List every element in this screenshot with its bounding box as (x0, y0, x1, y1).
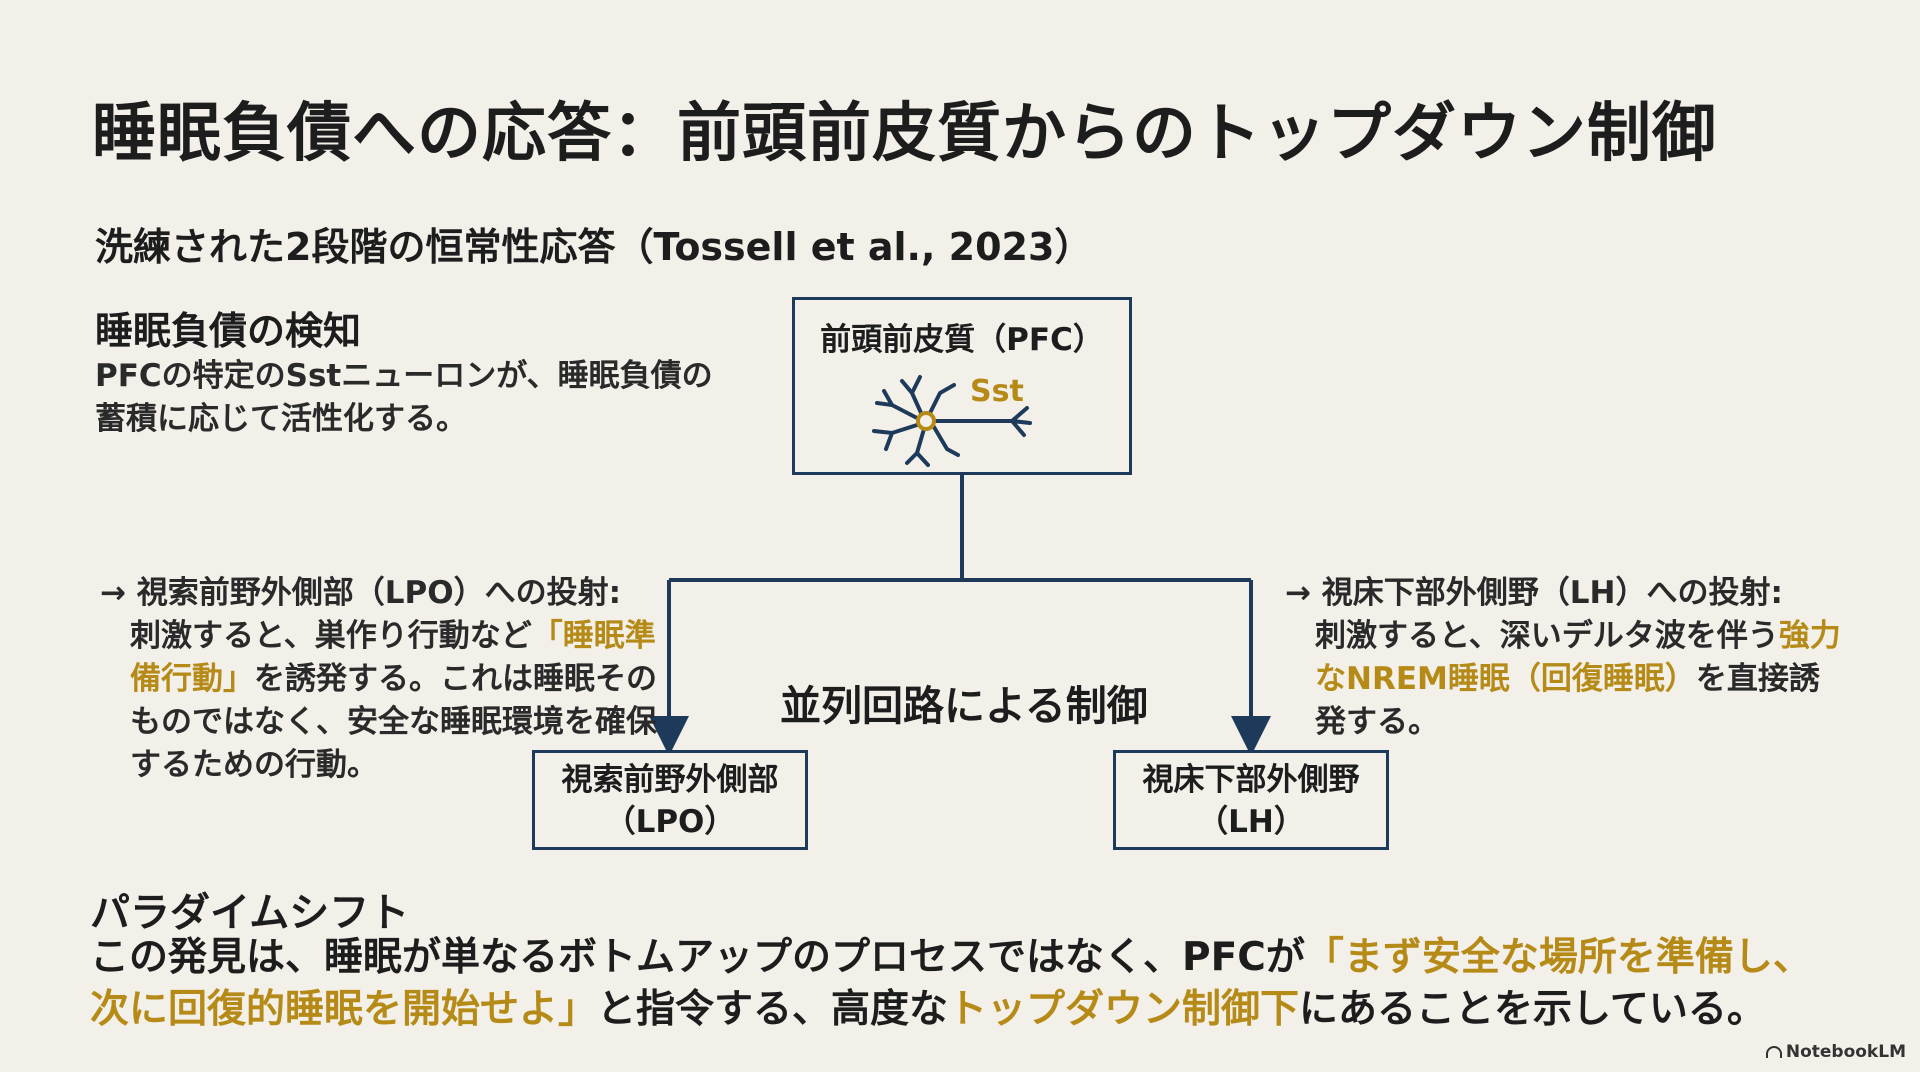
paradigm-part2: と指令する、高度な (597, 987, 949, 1032)
sst-label: Sst (970, 374, 1024, 409)
lh-projection-highlight: 強力なNREM睡眠（回復睡眠） (1315, 618, 1841, 697)
lh-node: 視床下部外側野 （LH） (1113, 750, 1389, 850)
lpo-projection-pre: 刺激すると、巣作り行動など (130, 618, 532, 654)
paradigm-highlight2: トップダウン制御下 (948, 987, 1300, 1032)
parallel-circuit-label: 並列回路による制御 (780, 682, 1148, 730)
page-title: 睡眠負債への応答：前頭前皮質からのトップダウン制御 (92, 97, 1717, 171)
lpo-line1: 視索前野外側部 (561, 762, 779, 798)
lpo-projection-text: → 視索前野外側部（LPO）への投射: 刺激すると、巣作り行動など「睡眠準備行動… (100, 572, 660, 787)
notebooklm-logo-icon (1765, 1046, 1782, 1058)
lpo-projection-highlight: 「睡眠準備行動」 (130, 618, 656, 697)
pfc-node: 前頭前皮質（PFC） Sst (792, 297, 1132, 475)
detection-body: PFCの特定のSstニューロンが、睡眠負債の蓄積に応じて活性化する。 (95, 358, 713, 437)
notebooklm-brand: NotebookLM (1765, 1042, 1906, 1062)
lh-projection-post: を直接誘発する。 (1315, 661, 1820, 740)
brand-label: NotebookLM (1785, 1042, 1906, 1062)
lpo-projection-heading: → 視索前野外側部（LPO）への投射: (100, 575, 621, 611)
lh-projection-pre: 刺激すると、深いデルタ波を伴う (1315, 618, 1779, 654)
paradigm-highlight1: 「まず安全な場所を準備し、次に回復的睡眠を開始せよ」 (90, 935, 1812, 1032)
lh-line2: （LH） (1197, 804, 1305, 840)
lh-projection-text: → 視床下部外側野（LH）への投射: 刺激すると、深いデルタ波を伴う強力なNRE… (1285, 572, 1845, 744)
page-subtitle: 洗練された2段階の恒常性応答（Tossell et al., 2023） (95, 225, 1093, 269)
pfc-label: 前頭前皮質（PFC） (820, 322, 1104, 358)
paradigm-heading: パラダイムシフト (90, 890, 410, 936)
paradigm-part1: この発見は、睡眠が単なるボトムアップのプロセスではなく、PFCが (90, 935, 1305, 980)
lpo-node: 視索前野外側部 （LPO） (532, 750, 808, 850)
lh-projection-heading: → 視床下部外側野（LH）への投射: (1285, 575, 1783, 611)
paradigm-body: この発見は、睡眠が単なるボトムアップのプロセスではなく、PFCが「まず安全な場所… (90, 932, 1850, 1036)
lpo-line2: （LPO） (604, 804, 736, 840)
paradigm-part3: にあることを示している。 (1299, 987, 1766, 1032)
detection-heading: 睡眠負債の検知 (95, 309, 362, 353)
lh-line1: 視床下部外側野 (1142, 762, 1360, 798)
neuron-icon: Sst (872, 374, 1032, 467)
lpo-projection-post: を誘発する。これは睡眠そのものではなく、安全な睡眠環境を確保するための行動。 (130, 661, 657, 783)
